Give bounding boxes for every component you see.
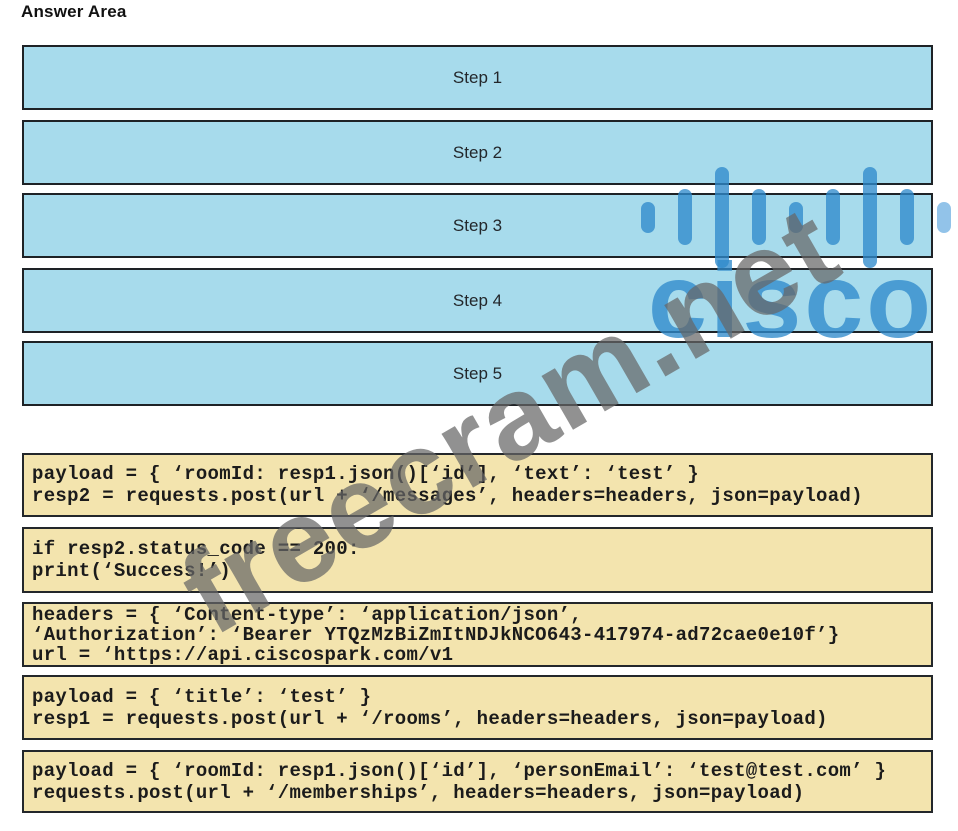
step-slot-1[interactable]: Step 1 [22,45,933,110]
code-line: resp1 = requests.post(url + ‘/rooms’, he… [32,707,828,730]
step-slot-label: Step 3 [452,215,503,235]
code-snippet-rooms-post[interactable]: payload = { ‘title’: ‘test’ } resp1 = re… [22,675,933,740]
code-line: payload = { ‘title’: ‘test’ } [32,685,372,708]
code-line: ‘Authorization’: ‘Bearer YTQzMzBiZmItNDJ… [32,623,840,646]
code-line: requests.post(url + ‘/memberships’, head… [32,781,805,804]
code-snippet-status-check[interactable]: if resp2.status_code == 200: print(‘Succ… [22,527,933,593]
step-slot-label: Step 2 [452,142,503,162]
step-slot-5[interactable]: Step 5 [22,341,933,406]
step-slot-label: Step 1 [452,67,503,87]
code-line: if resp2.status_code == 200: [32,538,360,560]
code-line: resp2 = requests.post(url + ‘/messages’,… [32,485,863,507]
code-line: headers = { ‘Content-type’: ‘application… [32,603,582,626]
step-slot-label: Step 4 [452,290,503,310]
step-slot-4[interactable]: Step 4 [22,268,933,333]
step-slot-2[interactable]: Step 2 [22,120,933,185]
code-line: url = ‘https://api.ciscospark.com/v1 [32,643,454,666]
code-snippet-messages-post[interactable]: payload = { ‘roomId: resp1.json()[‘id’],… [22,453,933,517]
code-line: payload = { ‘roomId: resp1.json()[‘id’],… [32,463,700,485]
code-snippet-headers-url[interactable]: headers = { ‘Content-type’: ‘application… [22,602,933,667]
step-slot-label: Step 5 [452,363,503,383]
code-line: print(‘Success!’) [32,560,231,582]
page-title: Answer Area [21,2,127,21]
code-line: payload = { ‘roomId: resp1.json()[‘id’],… [32,759,887,782]
cisco-bar [937,201,951,233]
step-slot-3[interactable]: Step 3 [22,193,933,258]
code-snippet-memberships-post[interactable]: payload = { ‘roomId: resp1.json()[‘id’],… [22,750,933,813]
